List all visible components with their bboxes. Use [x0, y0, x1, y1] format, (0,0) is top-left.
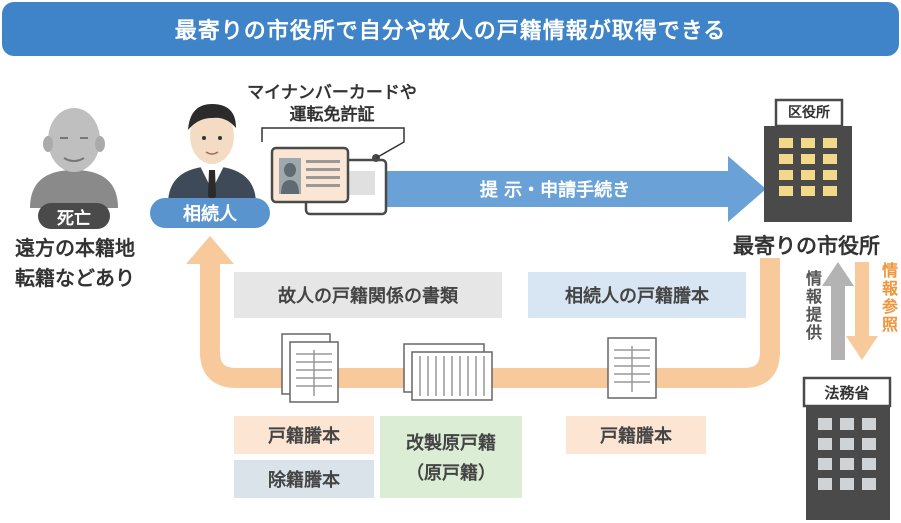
deceased-note-line2: 転籍などあり	[15, 266, 135, 290]
info-reference-label: 情報参照	[879, 262, 898, 334]
info-provide-label: 情報提供	[803, 270, 822, 342]
city-office-building-icon	[764, 98, 852, 222]
heir-koseki-document-icon	[607, 337, 657, 399]
joseki-tohon-label: 除籍謄本	[234, 460, 374, 498]
kaisei-line2: （原戸籍）	[406, 463, 496, 484]
submit-arrow-label: 提 示・申請手続き	[479, 180, 631, 201]
city-office-sign: 区役所	[788, 105, 830, 121]
info-provide-arrow-shaft	[831, 284, 845, 360]
kaisei-genkoseki-label: 改製原戸籍 （原戸籍）	[380, 416, 522, 498]
info-reference-arrowhead	[846, 336, 878, 360]
heir-person-icon	[168, 104, 256, 204]
koseki-tohon-label: 戸籍謄本	[234, 416, 374, 454]
id-card-callout-line1: マイナンバーカードや	[247, 83, 417, 103]
koseki-document-icon	[281, 333, 339, 403]
deceased-person-icon	[30, 108, 118, 208]
heir-koseki-tohon-label: 戸籍謄本	[566, 416, 706, 454]
deceased-documents-header: 故人の戸籍関係の書類	[234, 272, 502, 318]
ministry-building-icon	[802, 376, 892, 520]
kaisei-document-icon	[403, 343, 493, 401]
heir-badge: 相続人	[150, 198, 270, 228]
submit-arrow	[380, 156, 766, 222]
ministry-sign: 法務省	[824, 384, 870, 402]
return-flow-arrowhead	[186, 236, 234, 264]
deceased-note-line1: 遠方の本籍地	[15, 236, 135, 260]
info-reference-arrow-shaft	[855, 262, 869, 338]
heir-documents-header: 相続人の戸籍謄本	[528, 272, 746, 318]
deceased-badge: 死亡	[38, 203, 110, 229]
info-provide-arrowhead	[822, 262, 854, 286]
callout-bracket	[261, 127, 405, 159]
city-office-label: 最寄りの市役所	[733, 234, 880, 258]
page-title: 最寄りの市役所で自分や故人の戸籍情報が取得できる	[2, 2, 899, 56]
id-card-callout-line2: 運転免許証	[289, 105, 375, 125]
id-card-icons	[270, 146, 388, 216]
kaisei-line1: 改製原戸籍	[406, 433, 496, 454]
